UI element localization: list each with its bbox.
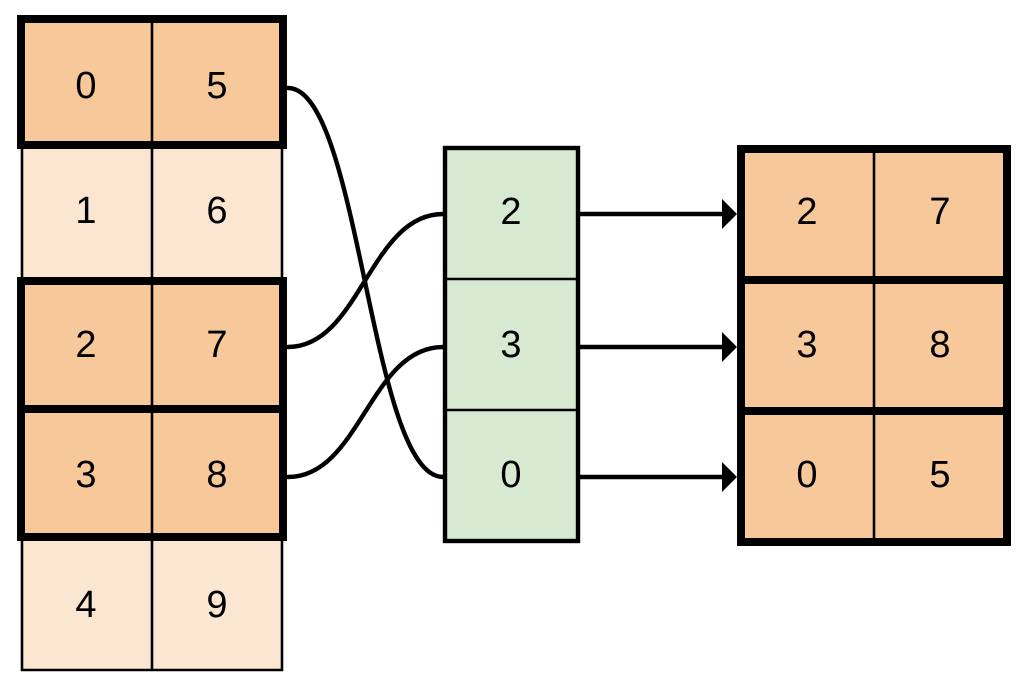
source-cell-2-0 [21, 281, 152, 407]
index-cell-0-label: 2 [500, 191, 521, 233]
source-row-1[interactable]: 1 6 [20, 149, 284, 277]
result-arrows [578, 199, 737, 492]
result-cell-1-1 [874, 280, 1007, 411]
arrow-head-0-icon [722, 199, 737, 229]
result-cell-0-0-label: 2 [796, 191, 817, 233]
result-cell-1-0 [741, 280, 874, 411]
result-array-frame [737, 145, 1011, 546]
source-cell-2-1-label: 7 [206, 324, 227, 366]
index-cell-0[interactable] [445, 148, 578, 279]
source-cell-3-0 [21, 411, 152, 537]
source-cell-0-0-label: 0 [75, 65, 96, 107]
source-cell-2-1 [152, 281, 283, 407]
source-row-2[interactable]: 2 7 [21, 281, 283, 407]
source-cell-4-1 [152, 541, 283, 671]
index-vector-frame [442, 145, 581, 544]
result-cell-2-0-label: 0 [796, 454, 817, 496]
source-row-3[interactable]: 3 8 [21, 411, 283, 537]
source-row-0[interactable]: 0 5 [17, 15, 287, 149]
source-row-0-highlight-frame [17, 15, 287, 149]
connector-row2-to-index0 [285, 211, 446, 350]
result-cell-0-0 [741, 149, 874, 280]
result-cell-0-1 [874, 149, 1007, 280]
result-row-2[interactable]: 0 5 [796, 454, 950, 496]
index-cell-2-label: 0 [500, 454, 521, 496]
source-array: 0 5 1 6 2 7 [17, 15, 287, 672]
index-vector: 2 3 0 [442, 145, 581, 544]
source-cell-0-1 [152, 19, 283, 145]
result-cell-2-1-label: 5 [929, 454, 950, 496]
source-cell-2-0-label: 2 [75, 324, 96, 366]
source-cell-4-0-label: 4 [75, 584, 96, 626]
index-cell-2[interactable] [445, 410, 578, 541]
index-cell-1[interactable] [445, 279, 578, 410]
result-cell-1-1-label: 8 [929, 324, 950, 366]
arrow-head-1-icon [722, 332, 737, 362]
source-row-4[interactable]: 4 9 [20, 541, 284, 672]
source-cell-3-0-label: 3 [75, 454, 96, 496]
source-cell-0-0 [21, 19, 152, 145]
source-cell-1-0-label: 1 [75, 190, 96, 232]
source-cell-1-0 [21, 149, 152, 277]
source-cell-4-1-label: 9 [206, 584, 227, 626]
result-cell-0-1-label: 7 [929, 191, 950, 233]
result-cell-2-1 [874, 411, 1007, 542]
arrow-head-2-icon [722, 462, 737, 492]
source-cell-0-1-label: 5 [206, 65, 227, 107]
source-cell-4-0 [21, 541, 152, 671]
result-array: 2 7 3 8 0 5 [737, 145, 1011, 546]
source-cell-3-1-label: 8 [206, 454, 227, 496]
source-cell-1-1 [152, 149, 283, 277]
result-cell-1-0-label: 3 [796, 324, 817, 366]
connector-row3-to-index1 [285, 344, 446, 480]
source-cell-1-1-label: 6 [206, 190, 227, 232]
source-cell-3-1 [152, 411, 283, 537]
connector-curves [285, 85, 446, 480]
result-row-0[interactable]: 2 7 [796, 191, 950, 233]
result-row-1[interactable]: 3 8 [796, 324, 950, 366]
result-cell-2-0 [741, 411, 874, 542]
index-cell-1-label: 3 [500, 324, 521, 366]
